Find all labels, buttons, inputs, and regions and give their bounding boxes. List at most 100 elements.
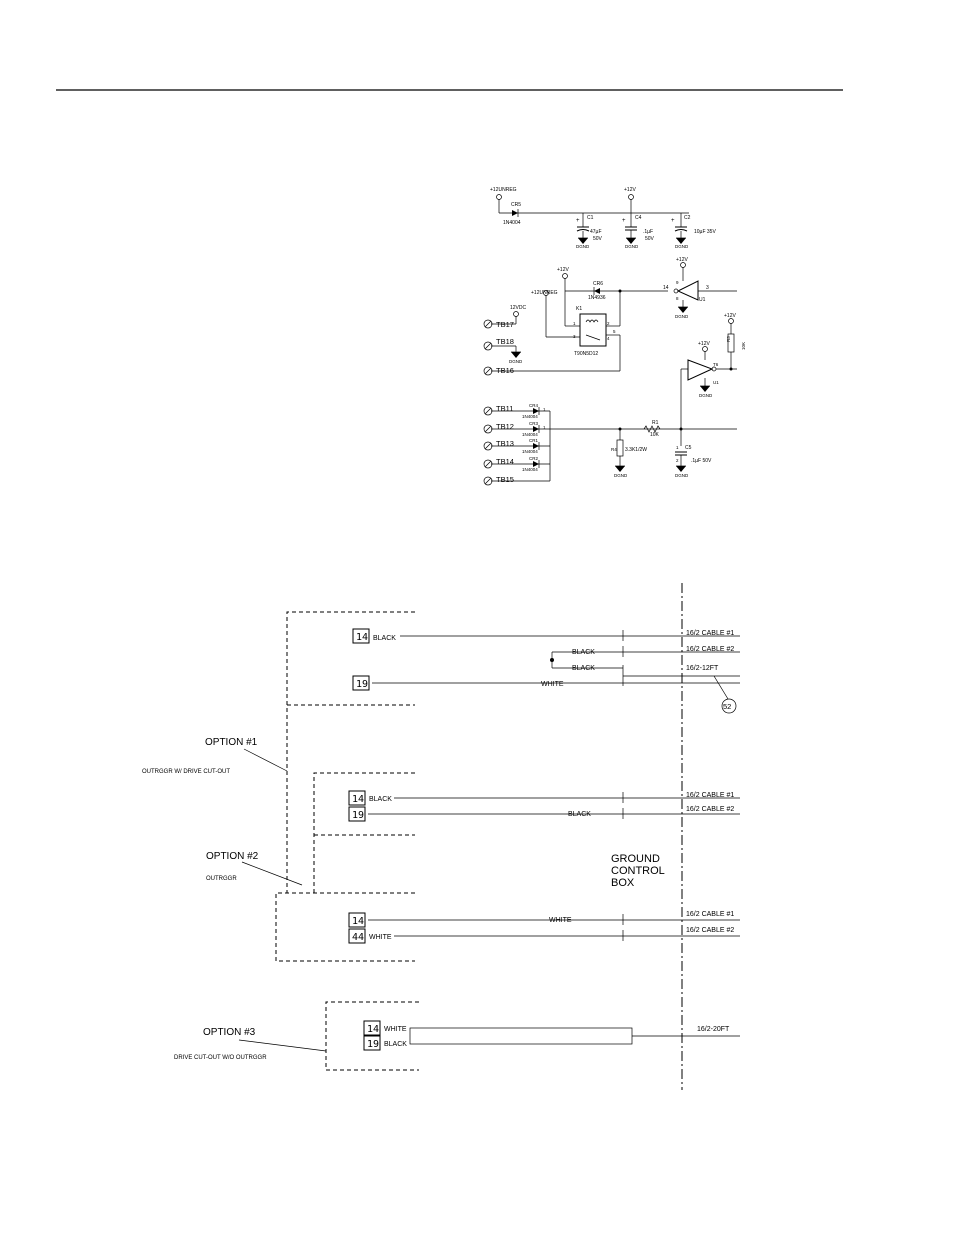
connector-14-option1[interactable]: [352, 628, 370, 644]
svg-text:3: 3: [706, 285, 709, 291]
svg-text:3: 3: [573, 334, 576, 339]
svg-text:10K: 10K: [741, 342, 746, 350]
svg-text:+12V: +12V: [676, 257, 688, 263]
svg-text:DGND: DGND: [614, 473, 628, 478]
label-c2-value: 10µF 35V: [694, 229, 716, 235]
connector-44-lower[interactable]: [348, 928, 366, 944]
connector-14-lower[interactable]: [348, 912, 366, 928]
svg-text:CR6: CR6: [593, 281, 603, 287]
label-c2: C2: [684, 215, 691, 221]
svg-text:3.3K1/2W: 3.3K1/2W: [625, 447, 647, 453]
svg-text:19: 19: [356, 679, 368, 690]
wire-black-a: BLACK: [572, 649, 595, 656]
svg-text:1N4936: 1N4936: [588, 295, 606, 301]
svg-text:19: 19: [367, 1039, 379, 1050]
svg-text:9: 9: [676, 280, 679, 285]
svg-text:WHITE: WHITE: [384, 1026, 407, 1033]
wire-white-b: WHITE: [549, 917, 572, 924]
ground-control-box-line3: BOX: [611, 877, 635, 889]
svg-text:1: 1: [573, 321, 576, 326]
svg-text:DGND: DGND: [509, 359, 523, 364]
option2-enclosure: [313, 772, 415, 893]
svg-text:U1: U1: [713, 380, 719, 385]
label-12v-top: +12V: [624, 187, 636, 193]
label-12unreg: +12UNREG: [490, 187, 517, 193]
label-c1-value: 47µF: [590, 229, 602, 235]
svg-text:+: +: [576, 218, 580, 224]
connector-19-option3[interactable]: [363, 1035, 381, 1051]
svg-text:CR4: CR4: [529, 403, 538, 408]
svg-text:1: 1: [543, 407, 546, 412]
svg-text:2: 2: [607, 321, 610, 326]
terminal-tb18: TB18: [496, 337, 514, 346]
svg-text:5: 5: [613, 329, 616, 334]
svg-text:DGND: DGND: [675, 244, 689, 249]
option2-lower-enclosure: [275, 892, 415, 962]
svg-text:R1: R1: [652, 420, 659, 426]
connector-19-option1[interactable]: [352, 675, 370, 691]
svg-text:44: 44: [352, 932, 364, 943]
option3-desc: DRIVE CUT-OUT W/O OUTRGGR: [174, 1055, 267, 1061]
ground-control-box-line2: CONTROL: [611, 865, 665, 877]
connector-14-option3[interactable]: [363, 1020, 381, 1036]
svg-text:K1: K1: [576, 306, 582, 312]
svg-text:U1: U1: [699, 297, 706, 303]
svg-text:+12V: +12V: [557, 267, 569, 273]
wire-white-a: WHITE: [541, 681, 564, 688]
svg-text:1N4004: 1N4004: [522, 414, 538, 419]
cable-12ft-label: 16/2-12FT: [686, 665, 719, 672]
svg-text:DGND: DGND: [699, 393, 713, 398]
svg-text:1N4004: 1N4004: [522, 449, 538, 454]
svg-text:4: 4: [607, 336, 610, 341]
svg-text:+12V: +12V: [724, 313, 736, 319]
svg-text:+12V: +12V: [698, 341, 710, 347]
svg-text:BLACK: BLACK: [369, 796, 392, 803]
connector-14-option2[interactable]: [348, 790, 366, 806]
ground-control-box-line1: GROUND: [611, 853, 660, 865]
svg-text:BLACK: BLACK: [384, 1041, 407, 1048]
svg-text:T90N5D12: T90N5D12: [574, 351, 598, 357]
k1-relay: [579, 313, 607, 347]
cable1-label-b: 16/2 CABLE #1: [686, 792, 734, 799]
svg-text:+12UNREG: +12UNREG: [531, 290, 558, 296]
cable1-label-a: 16/2 CABLE #1: [686, 630, 734, 637]
svg-text:12VDC: 12VDC: [510, 305, 527, 311]
svg-text:CR2: CR2: [529, 456, 538, 461]
svg-text:T6: T6: [713, 362, 719, 367]
svg-text:+: +: [622, 218, 626, 224]
wire-black-c: BLACK: [568, 811, 591, 818]
option2-desc: OUTRGGR: [206, 876, 237, 882]
schematic: +12UNREG CR5 1N4004 +12V + C1 47µF 50V D…: [483, 187, 746, 486]
u1b-buffer: [687, 359, 714, 381]
connector-19-option2[interactable]: [348, 806, 366, 822]
power-supply-section: +12UNREG CR5 1N4004 +12V + C1 47µF 50V D…: [490, 187, 716, 249]
svg-text:10K: 10K: [650, 432, 660, 438]
svg-text:DGND: DGND: [576, 244, 590, 249]
svg-text:1N4004: 1N4004: [522, 432, 538, 437]
cable2-label-c: 16/2 CABLE #2: [686, 927, 734, 934]
option3-title: OPTION #3: [203, 1027, 256, 1038]
terminal-tb11: TB11: [496, 404, 513, 413]
relay-section: +12V CR6 1N4936 +12V DGND 14 3 U1: [483, 257, 737, 376]
svg-text:8: 8: [676, 296, 679, 301]
svg-text:1N4004: 1N4004: [522, 467, 538, 472]
label-c4: C4: [635, 215, 642, 221]
svg-text:CR1: CR1: [529, 438, 538, 443]
label-c1-volt: 50V: [593, 236, 603, 242]
label-c1: C1: [587, 215, 594, 221]
svg-text:DGND: DGND: [675, 314, 689, 319]
terminal-tb12: TB12: [496, 422, 514, 431]
svg-text:14: 14: [663, 285, 669, 291]
terminal-tb15: TB15: [496, 475, 514, 484]
svg-text:+: +: [671, 218, 675, 224]
svg-text:CR3: CR3: [529, 421, 538, 426]
svg-text:BLACK: BLACK: [373, 635, 396, 642]
svg-text:14: 14: [367, 1024, 379, 1035]
cr6-diode: [594, 288, 600, 294]
cable1-label-c: 16/2 CABLE #1: [686, 911, 734, 918]
svg-text:DGND: DGND: [675, 473, 689, 478]
callout-52: [721, 698, 737, 714]
svg-text:2: 2: [676, 458, 679, 463]
cr5-diode: [512, 210, 518, 216]
